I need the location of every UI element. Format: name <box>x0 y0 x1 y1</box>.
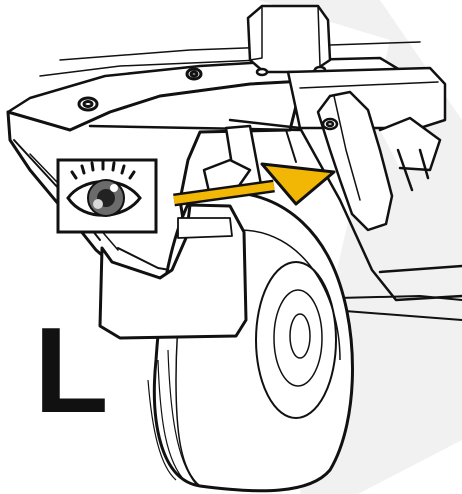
eye-icon <box>58 160 156 232</box>
upper-mount <box>248 6 330 75</box>
side-label: L <box>34 302 109 438</box>
